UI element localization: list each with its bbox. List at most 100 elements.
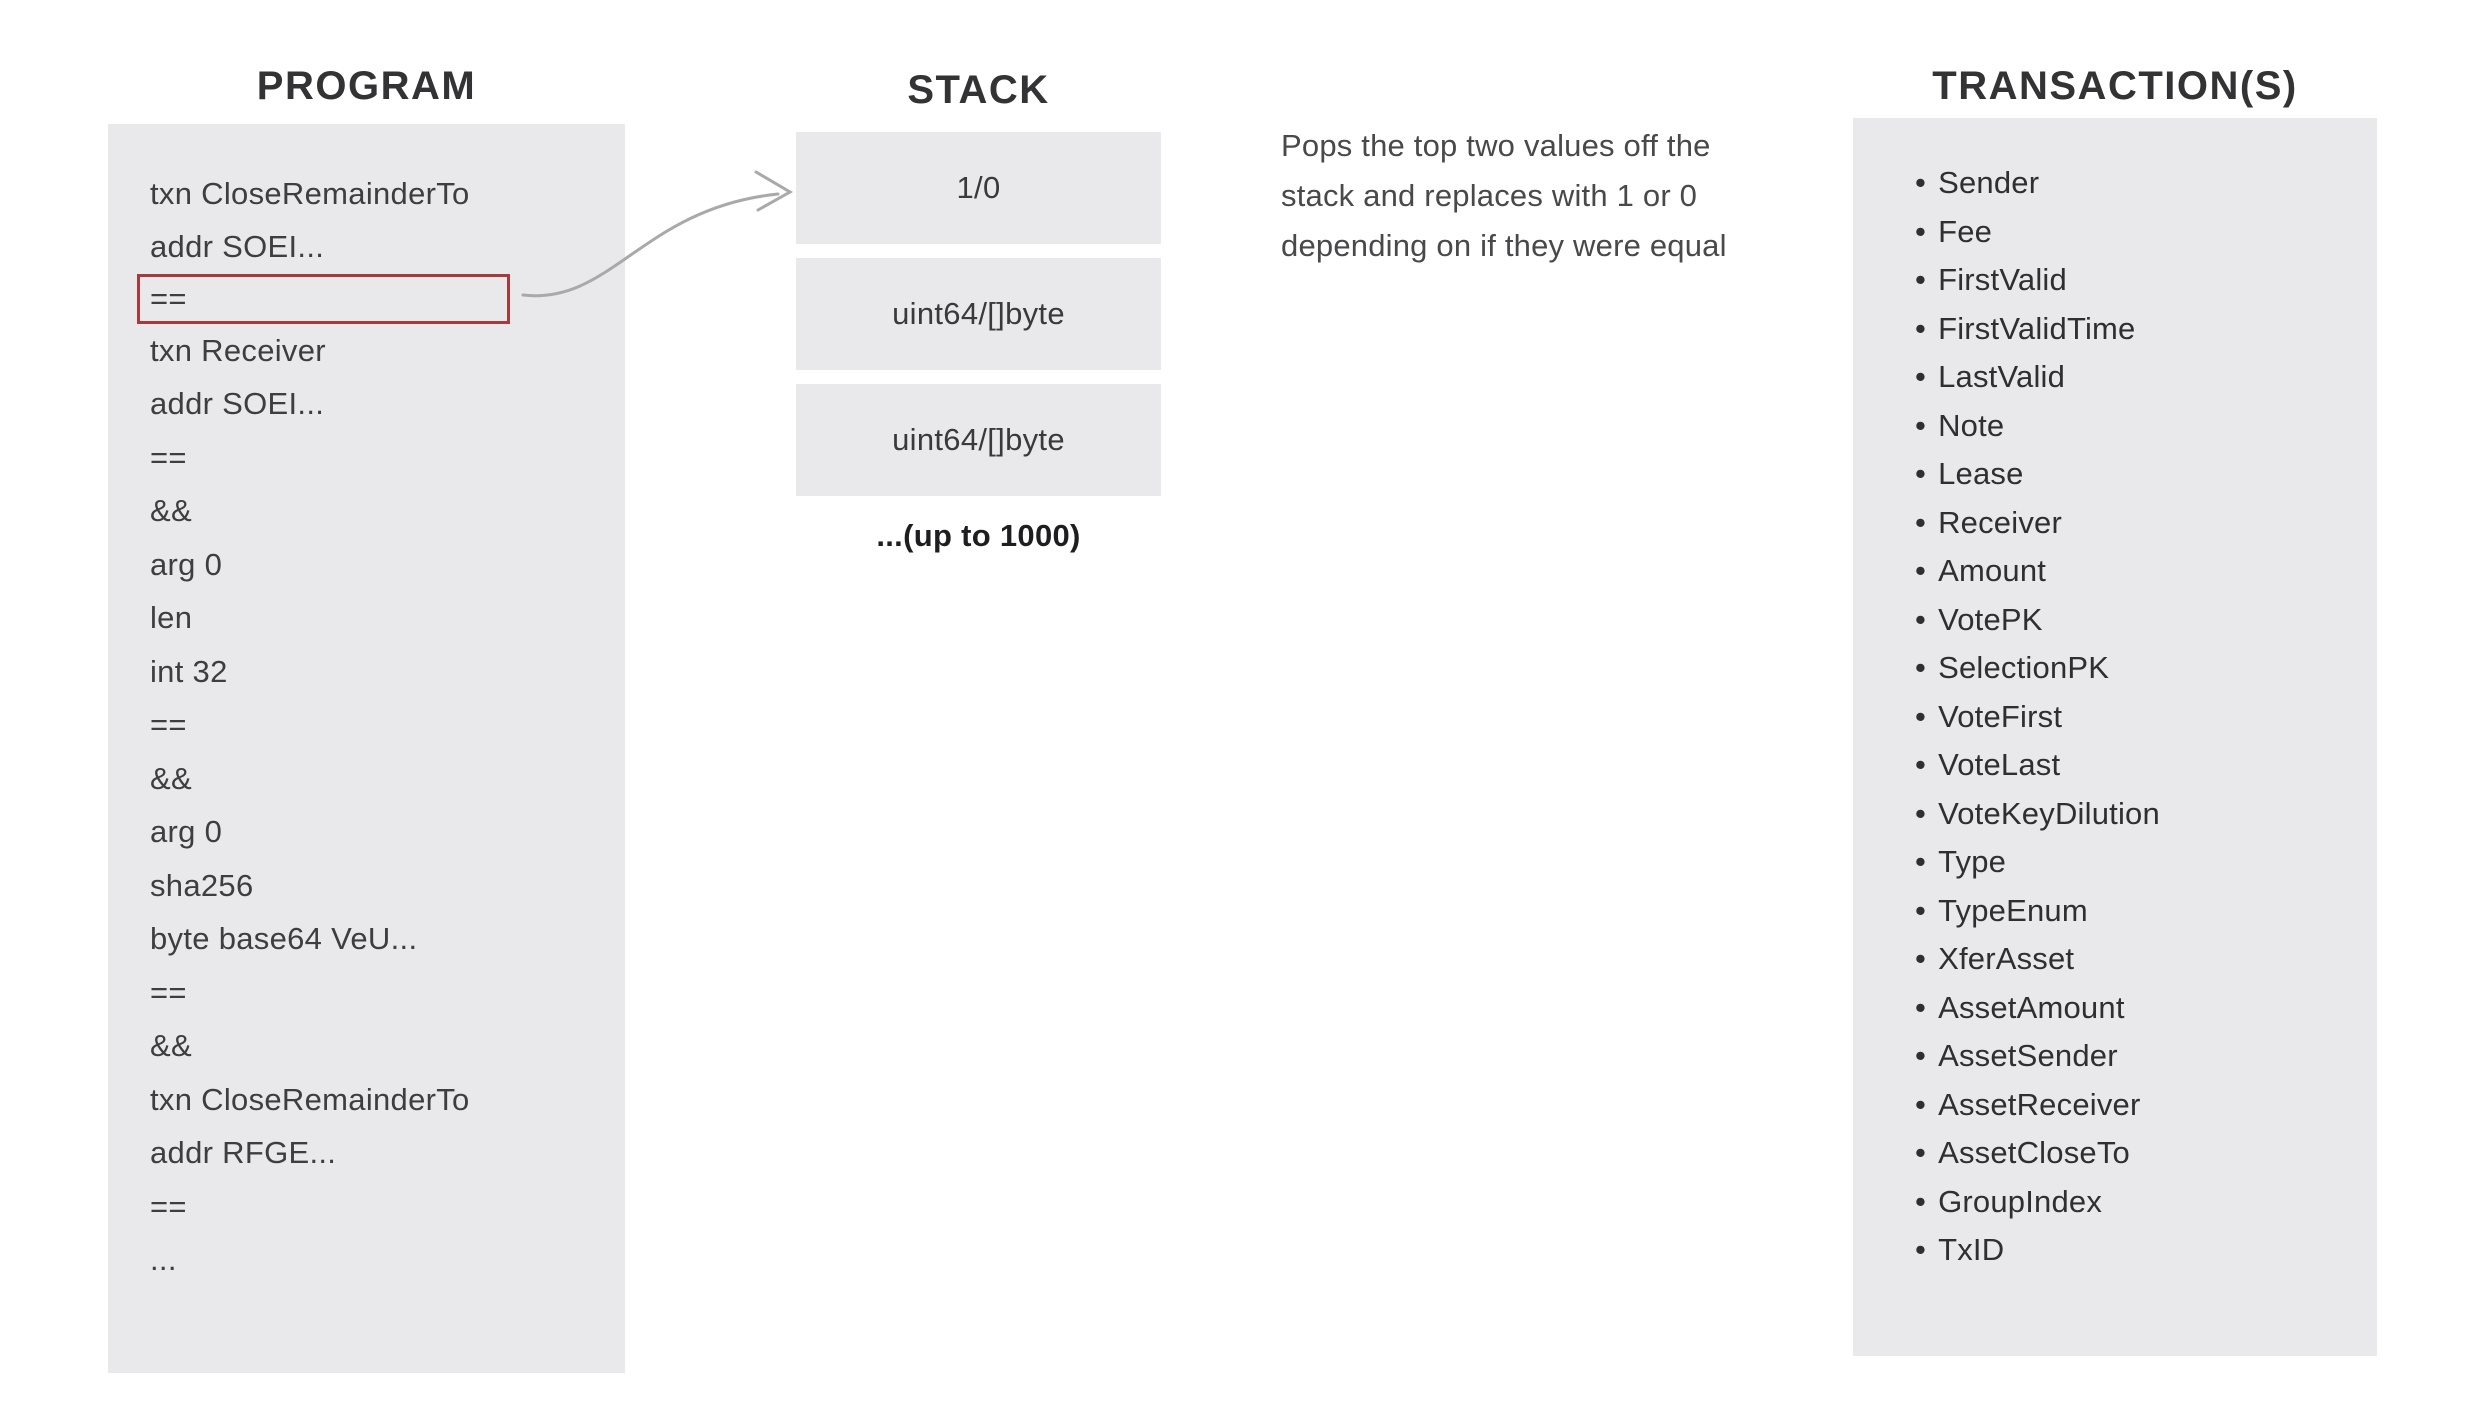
program-line: == [137,274,510,324]
transaction-field-label: VoteFirst [1938,698,2063,734]
list-item: • AssetReceiver [1915,1081,2377,1130]
list-item: • Lease [1915,450,2377,499]
bullet-icon: • [1915,941,1927,977]
stack-slot-value: 1/0 [956,170,1001,205]
program-line-text: addr SOEI... [150,386,325,422]
list-item: • Amount [1915,547,2377,596]
opcode-description-text: depending on if they were equal [1281,228,1727,263]
transaction-field-label: GroupIndex [1938,1183,2103,1219]
bullet-icon: • [1915,601,1927,637]
list-item: • AssetCloseTo [1915,1129,2377,1178]
bullet-icon: • [1915,553,1927,589]
bullet-icon: • [1915,650,1927,686]
bullet-icon: • [1915,892,1927,928]
transaction-field-label: Type [1938,844,2007,880]
list-item: • LastValid [1915,353,2377,402]
program-line: addr RFGE... [150,1127,625,1181]
list-item: • TxID [1915,1226,2377,1275]
transaction-field-label: Receiver [1938,504,2062,540]
bullet-icon: • [1915,1183,1927,1219]
transaction-field-label: AssetSender [1938,1038,2118,1074]
program-line-text: == [150,439,187,475]
transaction-field-label: TypeEnum [1938,892,2088,928]
transaction-field-label: FirstValidTime [1938,310,2136,346]
transaction-field-label: Sender [1938,165,2040,201]
list-item: • VoteLast [1915,741,2377,790]
program-line: arg 0 [150,538,625,592]
stack-column: 1/0 uint64/[]byte uint64/[]byte ...(up t… [796,132,1161,554]
program-line: len [150,592,625,646]
program-line-text: && [150,760,192,796]
transaction-field-label: VotePK [1938,601,2043,637]
list-item: • Type [1915,838,2377,887]
bullet-icon: • [1915,456,1927,492]
list-item: • Receiver [1915,499,2377,548]
bullet-icon: • [1915,504,1927,540]
bullet-icon: • [1915,989,1927,1025]
list-item: • VoteKeyDilution [1915,790,2377,839]
list-item: • FirstValid [1915,256,2377,305]
bullet-icon: • [1915,1232,1927,1268]
list-item: • AssetSender [1915,1032,2377,1081]
bullet-icon: • [1915,698,1927,734]
program-line-text: arg 0 [150,546,223,582]
transaction-field-label: Fee [1938,213,1993,249]
program-line-text: len [150,600,193,636]
transaction-field-label: Amount [1938,553,2047,589]
program-line: == [150,431,625,485]
program-line-text: arg 0 [150,814,223,850]
stack-slot: uint64/[]byte [796,384,1161,496]
program-column-title: PROGRAM [256,64,477,108]
program-line-text: == [150,1188,187,1224]
opcode-description-text: stack and replaces with 1 or 0 [1281,178,1698,213]
program-line-text: txn CloseRemainderTo [150,1081,470,1117]
program-line-text: sha256 [150,867,254,903]
bullet-icon: • [1915,407,1927,443]
stack-capacity-note: ...(up to 1000) [876,518,1081,553]
stack-slot-value: uint64/[]byte [892,422,1065,457]
transaction-field-label: VoteLast [1938,747,2061,783]
bullet-icon: • [1915,795,1927,831]
bullet-icon: • [1915,262,1927,298]
transaction-field-label: AssetCloseTo [1938,1135,2130,1171]
list-item: • TypeEnum [1915,887,2377,936]
transaction-field-label: FirstValid [1938,262,2067,298]
program-line: && [150,752,625,806]
opcode-description-line: depending on if they were equal [1281,221,1727,271]
program-line: addr SOEI... [150,378,625,432]
stack-slot: uint64/[]byte [796,258,1161,370]
opcode-description: Pops the top two values off the stack an… [1281,121,1727,271]
bullet-icon: • [1915,747,1927,783]
program-line: sha256 [150,859,625,913]
bullet-icon: • [1915,844,1927,880]
transaction-field-label: TxID [1938,1232,2005,1268]
stack-slot-list: 1/0 uint64/[]byte uint64/[]byte [796,132,1161,496]
program-line-text: == [150,974,187,1010]
program-line-text: int 32 [150,653,228,689]
program-line: addr SOEI... [150,221,625,275]
bullet-icon: • [1915,165,1927,201]
program-line-text: == [150,707,187,743]
opcode-description-text: Pops the top two values off the [1281,128,1711,163]
transactions-panel: • Sender • Fee • FirstValid • FirstValid… [1853,118,2377,1356]
opcode-description-line: stack and replaces with 1 or 0 [1281,171,1727,221]
list-item: • VoteFirst [1915,693,2377,742]
program-line-text: txn Receiver [150,332,326,368]
program-line: txn CloseRemainderTo [150,1073,625,1127]
list-item: • GroupIndex [1915,1178,2377,1227]
program-line-text: addr RFGE... [150,1135,337,1171]
list-item: • VotePK [1915,596,2377,645]
bullet-icon: • [1915,213,1927,249]
transaction-field-label: Note [1938,407,2005,443]
stack-column-title: STACK [907,68,1050,112]
program-line: == [150,1180,625,1234]
program-line: txn CloseRemainderTo [150,167,625,221]
program-line-text: txn CloseRemainderTo [150,175,470,211]
program-line: int 32 [150,645,625,699]
bullet-icon: • [1915,359,1927,395]
program-line-text: && [150,493,192,529]
program-line-text: == [150,281,187,316]
transaction-field-label: LastValid [1938,359,2066,395]
transaction-field-label: AssetAmount [1938,989,2125,1025]
